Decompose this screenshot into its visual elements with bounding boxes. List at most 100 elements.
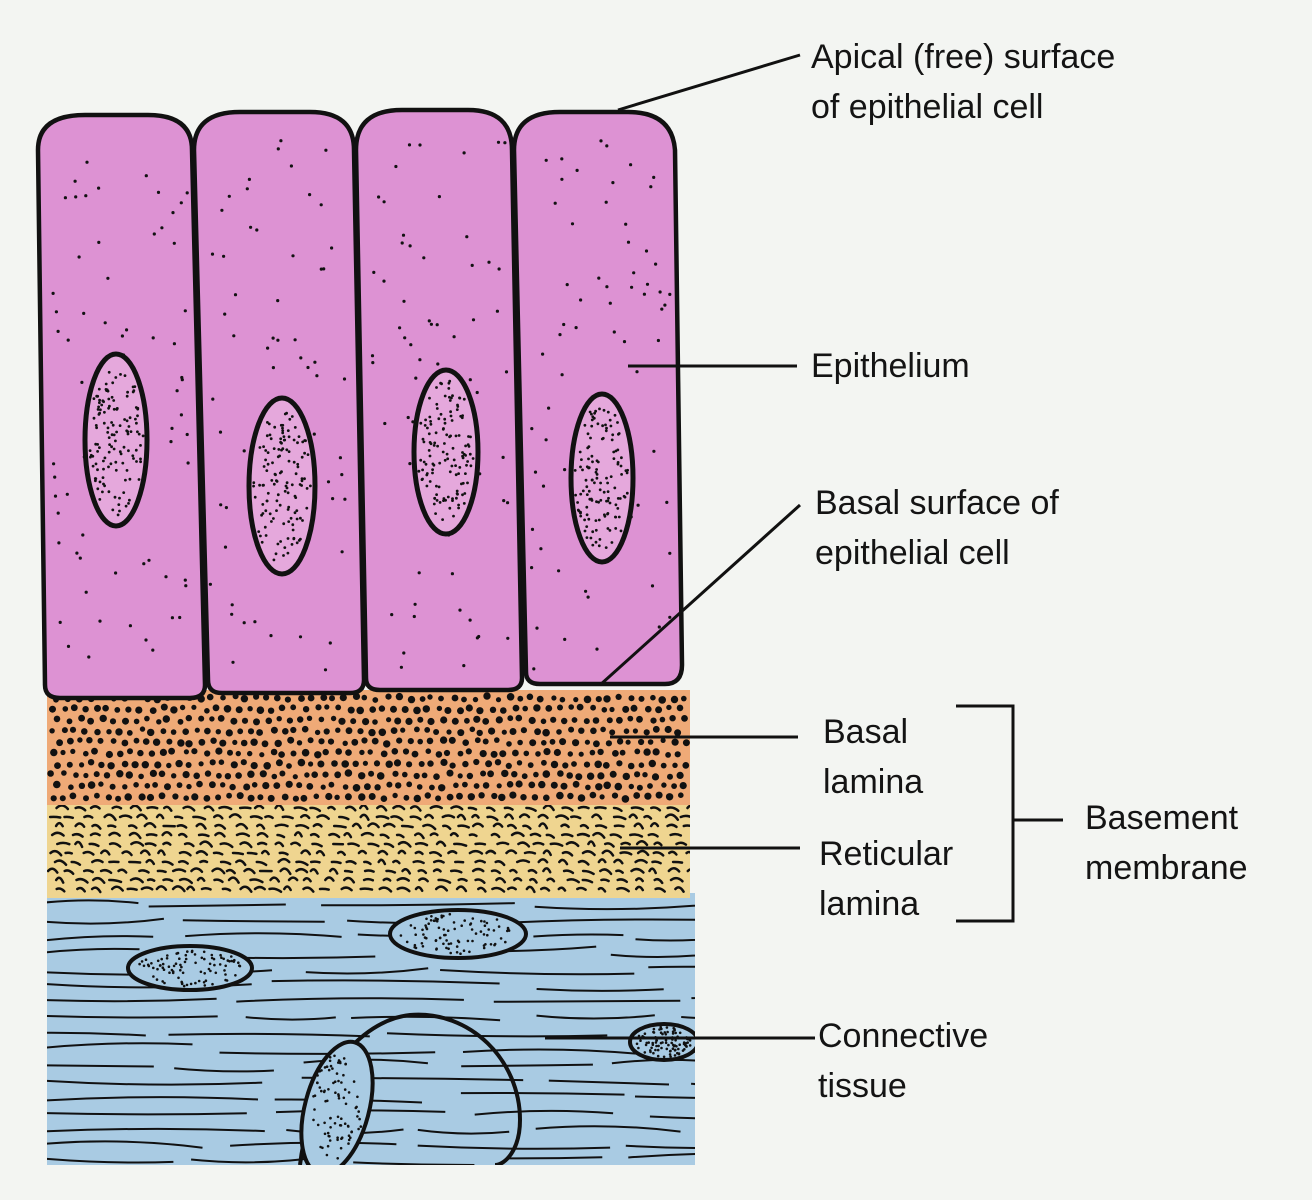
chromatin-granule <box>112 447 116 451</box>
chromatin-granule <box>455 408 459 411</box>
basal-lamina-granule <box>265 717 273 725</box>
chromatin-granule <box>664 1039 668 1042</box>
reticular-fiber <box>679 814 690 819</box>
chromatin-granule <box>269 437 273 441</box>
basal-lamina-granule <box>436 705 443 712</box>
cytoplasm-granule <box>429 322 433 326</box>
basal-lamina-granule <box>117 750 124 758</box>
basal-lamina-granule <box>259 752 265 758</box>
chromatin-granule <box>176 951 180 955</box>
basal-lamina-granule <box>334 794 340 800</box>
reticular-fiber <box>486 815 499 822</box>
chromatin-granule <box>107 465 110 469</box>
basal-lamina-granule <box>578 751 584 757</box>
collagen-fiber <box>47 1042 193 1049</box>
cytoplasm-granule <box>502 499 506 503</box>
reticular-fiber <box>225 868 236 875</box>
chromatin-granule <box>357 1110 361 1113</box>
reticular-fiber <box>328 867 339 875</box>
basal-lamina-granule <box>215 729 221 735</box>
cytoplasm-granule <box>175 389 179 393</box>
chromatin-granule <box>111 381 115 385</box>
reticular-fiber <box>597 886 607 893</box>
label-line: lamina <box>819 885 920 923</box>
chromatin-granule <box>448 470 452 474</box>
chromatin-granule <box>423 424 427 427</box>
collagen-fiber <box>634 1095 695 1099</box>
collagen-fiber <box>321 902 515 907</box>
basal-lamina-granule <box>301 725 309 733</box>
chromatin-granule <box>211 982 214 986</box>
label-line: Basement <box>1085 799 1239 837</box>
basal-lamina-granule <box>512 704 520 712</box>
chromatin-granule <box>461 493 464 497</box>
basal-lamina-granule <box>342 784 349 790</box>
basal-lamina-granule <box>392 770 399 777</box>
chromatin-granule <box>413 946 417 949</box>
reticular-fiber <box>274 841 285 848</box>
chromatin-granule <box>486 933 489 937</box>
chromatin-granule <box>605 499 608 503</box>
reticular-fiber <box>579 823 590 830</box>
collagen-fiber <box>462 1048 648 1056</box>
basal-lamina-granule <box>623 728 630 734</box>
cytoplasm-granule <box>382 200 386 204</box>
chromatin-granule <box>273 472 277 476</box>
basal-lamina-granule <box>247 728 255 735</box>
chromatin-granule <box>359 1125 363 1128</box>
basal-lamina-granule <box>210 737 217 744</box>
basal-lamina-granule <box>220 782 226 788</box>
cytoplasm-granule <box>208 582 212 586</box>
basal-lamina-granule <box>681 715 688 722</box>
cytoplasm-granule <box>179 413 183 417</box>
basal-lamina-granule <box>506 781 514 788</box>
reticular-fiber <box>685 850 690 855</box>
reticular-fiber <box>235 822 249 830</box>
basal-lamina-granule <box>647 783 653 789</box>
chromatin-granule <box>265 469 269 472</box>
reticular-fiber <box>138 869 150 874</box>
basal-lamina-granule <box>344 769 353 777</box>
chromatin-granule <box>446 495 450 499</box>
reticular-fiber <box>522 824 532 830</box>
chromatin-granule <box>674 1031 677 1035</box>
chromatin-granule <box>328 1059 332 1063</box>
chromatin-granule <box>587 457 590 461</box>
chromatin-granule <box>279 440 282 444</box>
basal-lamina-granule <box>440 716 448 724</box>
basal-lamina-granule <box>286 717 293 724</box>
basal-lamina-granule <box>166 738 173 745</box>
chromatin-granule <box>438 461 442 465</box>
chromatin-granule <box>122 491 126 494</box>
cytoplasm-granule <box>97 240 101 244</box>
basal-lamina-granule <box>578 727 585 734</box>
reticular-fiber <box>213 878 224 884</box>
chromatin-granule <box>286 508 290 511</box>
reticular-fiber <box>613 858 624 865</box>
chromatin-granule <box>421 437 425 441</box>
basal-lamina-granule <box>499 750 507 758</box>
label-line: Connective <box>818 1017 989 1055</box>
basal-lamina-granule <box>110 738 117 744</box>
basal-lamina-granule <box>682 739 690 747</box>
basal-lamina-granule <box>465 748 472 755</box>
chromatin-granule <box>329 1116 332 1120</box>
reticular-fiber <box>178 832 188 838</box>
reticular-fiber <box>412 859 425 865</box>
chromatin-granule <box>110 395 114 399</box>
basal-lamina-granule <box>520 794 527 801</box>
basal-lamina-granule <box>545 705 553 712</box>
basal-lamina-granule <box>489 706 497 713</box>
chromatin-granule <box>659 1025 662 1029</box>
basal-lamina-granule <box>344 793 352 801</box>
chromatin-granule <box>210 956 214 960</box>
chromatin-granule <box>600 437 604 441</box>
basal-lamina-granule <box>464 717 470 724</box>
cytoplasm-granule <box>164 575 168 579</box>
reticular-fiber <box>525 806 537 812</box>
cytoplasm-granule <box>417 571 421 575</box>
chromatin-granule <box>276 542 280 546</box>
cytoplasm-granule <box>475 390 479 395</box>
chromatin-granule <box>266 491 270 495</box>
cytoplasm-granule <box>276 338 280 342</box>
